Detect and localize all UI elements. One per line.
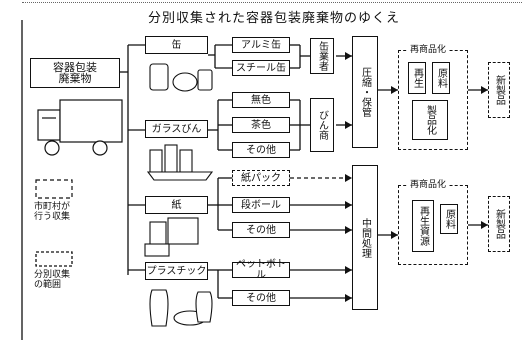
plant-lower-title: 再商品化 <box>408 180 449 190</box>
plant-lower-b: 原料 <box>440 204 458 234</box>
output-upper: 新製品 <box>488 62 510 118</box>
legend-label-municipal: 市町村が 行う収集 <box>34 202 71 222</box>
output-lower: 新製品 <box>488 196 510 252</box>
legend-label-range: 分別収集 の範囲 <box>34 270 71 290</box>
item-cardboard: 段ボール <box>232 197 290 213</box>
plastic-bottle-icon <box>149 289 213 327</box>
diagram-title: 分別収集された容器包装廃棄物のゆくえ <box>148 11 401 26</box>
plant-upper-title: 再商品化 <box>408 45 449 55</box>
can-pile-icon <box>149 63 213 92</box>
item-glass-brown: 茶色 <box>232 117 290 133</box>
item-glass-clear: 無色 <box>232 92 290 108</box>
paper-pack-icon <box>144 217 199 257</box>
middle-intermediate: 中間処理 <box>352 165 378 310</box>
group-cans: 缶 <box>145 36 208 54</box>
item-steel-can: スチール缶 <box>232 60 290 76</box>
plant-upper-b: 原料 <box>432 62 450 94</box>
top-rule <box>22 2 522 3</box>
item-glass-other: その他 <box>232 142 290 158</box>
source-waste-box: 容器包装 廃棄物 <box>30 58 120 88</box>
group-glass: ガラスびん <box>145 120 208 138</box>
group-paper: 紙 <box>145 196 208 214</box>
item-pet-bottle: ペットボトル <box>232 259 290 281</box>
processor-glass: びん商 <box>310 98 334 152</box>
item-paper-other: その他 <box>232 222 290 238</box>
group-plastic: プラスチック <box>145 262 208 280</box>
processor-cans: 缶業者 <box>310 38 334 74</box>
item-aluminum-can: アルミ缶 <box>232 37 290 53</box>
item-paper-pack: 紙パック <box>232 170 290 186</box>
plant-lower-a: 再生資源 <box>412 200 434 252</box>
item-plastic-other: その他 <box>232 290 290 306</box>
bottle-icon <box>146 144 214 181</box>
plant-upper-c: 製品化 <box>412 100 448 140</box>
plant-upper-a: 再生 <box>408 62 426 94</box>
middle-compress-store: 圧縮・保管 <box>352 36 378 148</box>
